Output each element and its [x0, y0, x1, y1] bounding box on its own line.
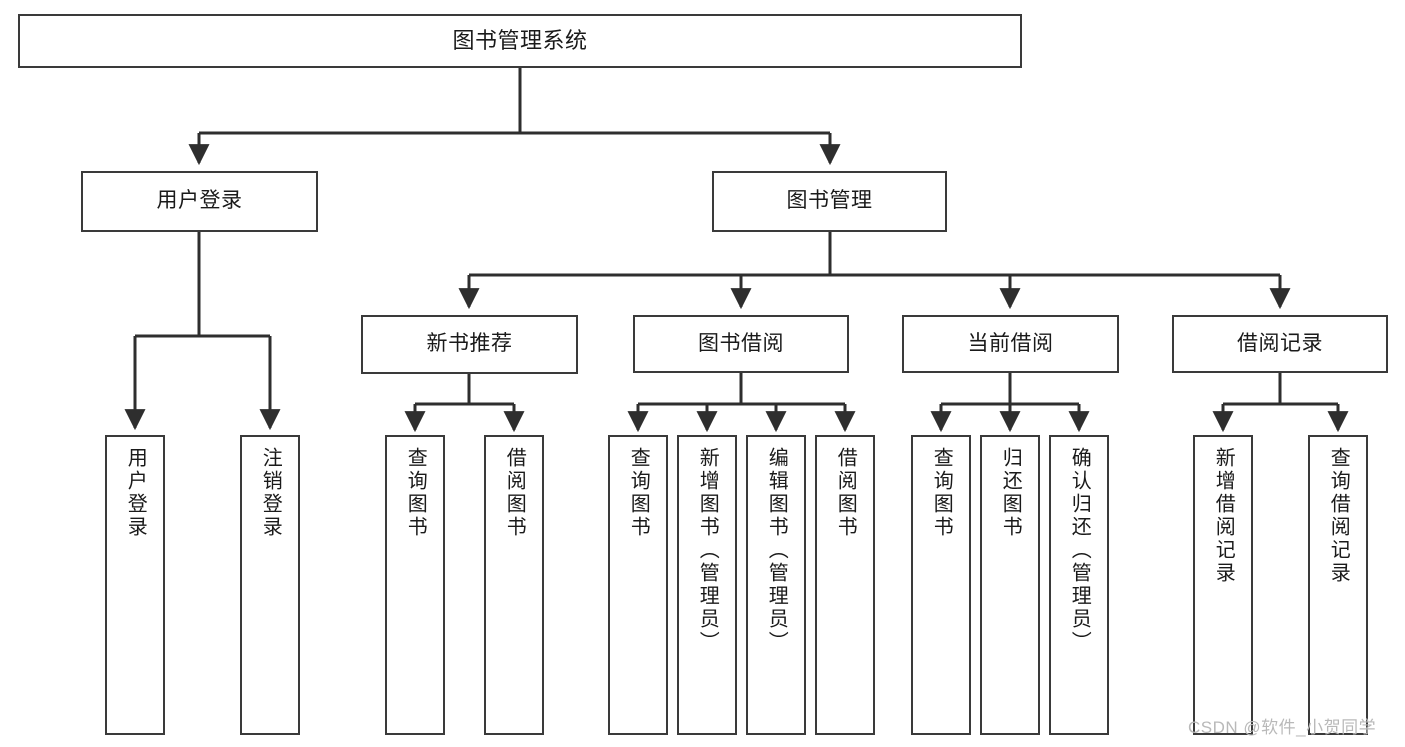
leaf-user-login-logout[interactable]: 注销登录 [240, 435, 300, 735]
node-new-book-recommend[interactable]: 新书推荐 [361, 315, 578, 374]
node-borrow-record[interactable]: 借阅记录 [1172, 315, 1388, 373]
node-book-borrow[interactable]: 图书借阅 [633, 315, 849, 373]
node-label: 查询图书 [930, 447, 953, 539]
node-label: 新增借阅记录 [1212, 447, 1235, 585]
node-label: 查询图书 [404, 447, 427, 539]
leaf-new-book-borrow-book[interactable]: 借阅图书 [484, 435, 544, 735]
node-label: 当前借阅 [967, 331, 1054, 355]
node-label: 图书借阅 [698, 331, 784, 355]
node-label: 确认归还（管理员） [1068, 447, 1091, 654]
leaf-book-borrow-borrow-book[interactable]: 借阅图书 [815, 435, 875, 735]
node-label: 用户登录 [124, 447, 147, 539]
node-label: 查询借阅记录 [1327, 447, 1350, 585]
node-root-book-management-system[interactable]: 图书管理系统 [18, 14, 1022, 68]
node-current-borrow[interactable]: 当前借阅 [902, 315, 1119, 373]
leaf-new-book-query-book[interactable]: 查询图书 [385, 435, 445, 735]
node-label: 用户登录 [156, 189, 243, 213]
leaf-book-borrow-query-book[interactable]: 查询图书 [608, 435, 668, 735]
leaf-book-borrow-add-book-admin[interactable]: 新增图书（管理员） [677, 435, 737, 735]
node-label: 借阅图书 [503, 447, 526, 539]
leaf-book-borrow-edit-book-admin[interactable]: 编辑图书（管理员） [746, 435, 806, 735]
node-label: 图书管理系统 [452, 28, 588, 54]
node-label: 编辑图书（管理员） [765, 447, 788, 654]
node-label: 新书推荐 [426, 332, 513, 356]
csdn-watermark: CSDN @软件_小贺同学 [1188, 718, 1377, 737]
node-label: 新增图书（管理员） [696, 447, 719, 654]
leaf-borrow-record-query-record[interactable]: 查询借阅记录 [1308, 435, 1368, 735]
leaf-current-borrow-return-book[interactable]: 归还图书 [980, 435, 1040, 735]
leaf-current-borrow-confirm-return-admin[interactable]: 确认归还（管理员） [1049, 435, 1109, 735]
node-label: 借阅图书 [834, 447, 857, 539]
leaf-current-borrow-query-book[interactable]: 查询图书 [911, 435, 971, 735]
node-book-management[interactable]: 图书管理 [712, 171, 947, 232]
node-label: 注销登录 [259, 447, 282, 539]
node-user-login[interactable]: 用户登录 [81, 171, 318, 232]
node-label: 归还图书 [999, 447, 1022, 539]
leaf-borrow-record-add-record[interactable]: 新增借阅记录 [1193, 435, 1253, 735]
node-label: 图书管理 [786, 189, 873, 213]
leaf-user-login-login[interactable]: 用户登录 [105, 435, 165, 735]
node-label: 借阅记录 [1237, 331, 1323, 355]
node-label: 查询图书 [627, 447, 650, 539]
